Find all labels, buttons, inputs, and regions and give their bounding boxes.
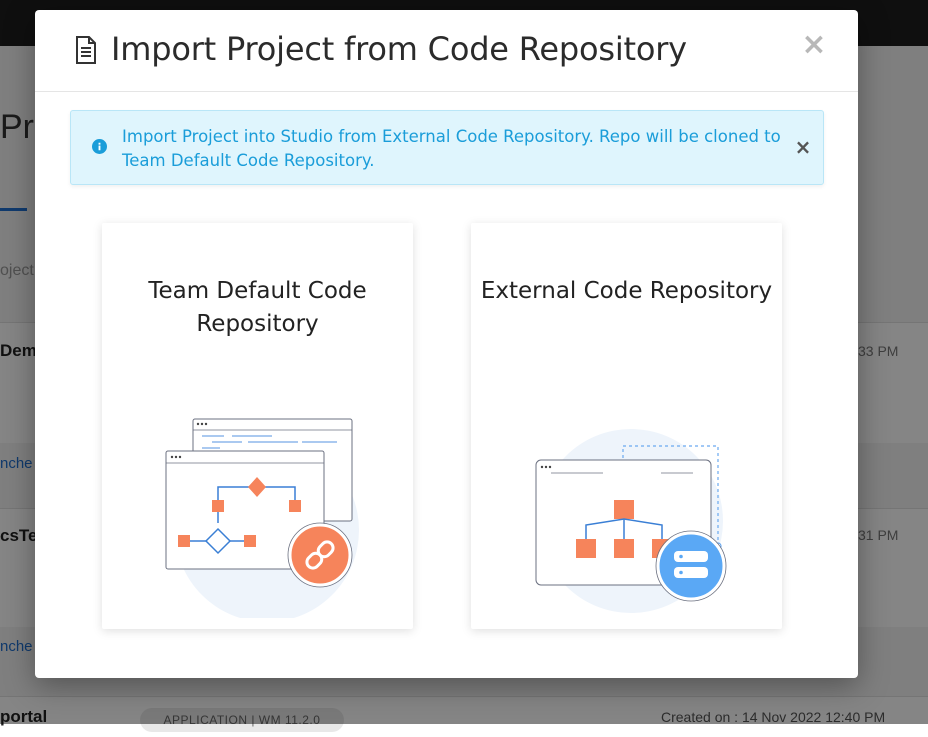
info-icon	[92, 139, 107, 154]
project-time: 31 PM	[858, 527, 899, 543]
active-tab-indicator	[0, 208, 27, 211]
hierarchy-server-icon	[535, 429, 727, 613]
option-title: Team Default Code Repository	[148, 278, 367, 337]
team-default-repository-option[interactable]: Team Default Code Repository	[102, 223, 413, 629]
search-input[interactable]: oject	[0, 262, 34, 279]
project-time: 33 PM	[858, 343, 899, 359]
branch-link[interactable]: nche	[0, 638, 33, 655]
modal-header: Import Project from Code Repository ×	[35, 10, 858, 92]
alert-message: Import Project into Studio from External…	[122, 127, 781, 170]
option-title: External Code Repository	[480, 278, 773, 304]
branch-link[interactable]: nche	[0, 455, 33, 472]
dismiss-alert-button[interactable]: ×	[794, 135, 812, 159]
workflow-link-icon	[165, 418, 359, 618]
modal-title: Import Project from Code Repository	[111, 30, 687, 68]
created-date: Created on : 14 Nov 2022 12:40 PM	[661, 709, 886, 725]
project-name: portal	[0, 707, 48, 726]
close-modal-button[interactable]: ×	[801, 27, 827, 62]
external-repository-option[interactable]: External Code Repository	[471, 223, 782, 629]
document-icon	[76, 36, 96, 64]
import-project-modal: Import Project from Code Repository × Im…	[35, 10, 858, 678]
project-name: csTe	[0, 526, 38, 545]
info-alert: Import Project into Studio from External…	[70, 110, 824, 185]
